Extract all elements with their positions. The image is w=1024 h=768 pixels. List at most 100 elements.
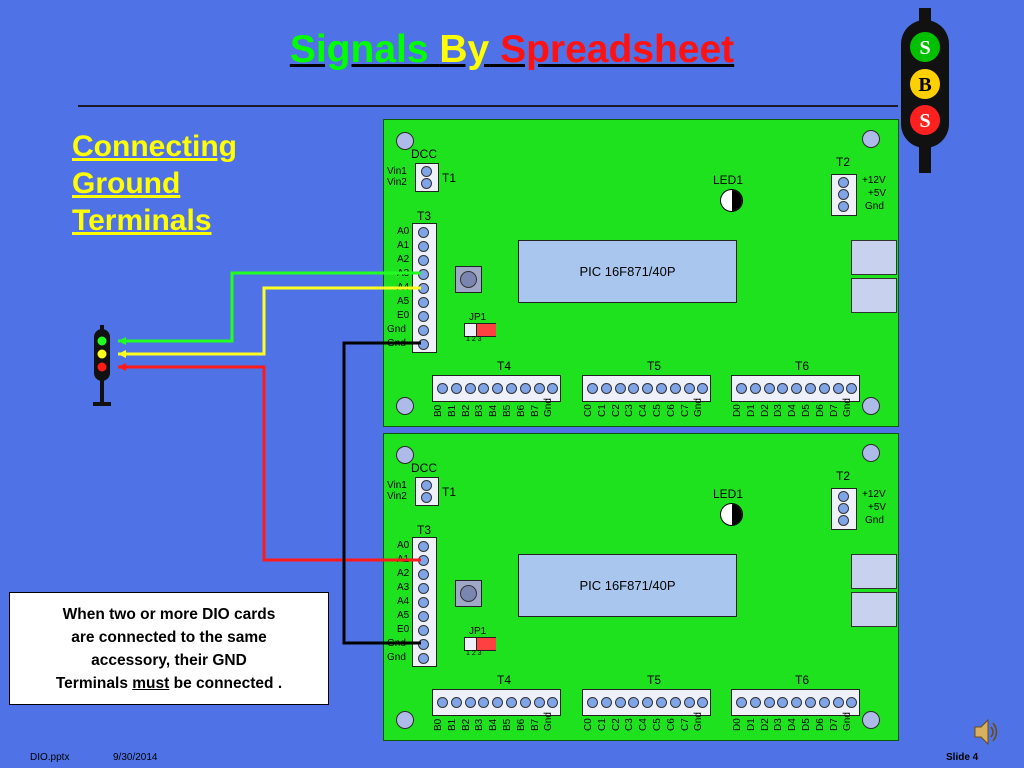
note-terminals: Terminals	[55, 674, 133, 692]
t5-pin-label: C0	[583, 718, 594, 731]
pin	[506, 383, 517, 394]
terminal-t1	[415, 163, 439, 192]
t4-pin-label: B4	[488, 718, 500, 731]
pin	[418, 611, 429, 622]
t4-pin-label: B6	[515, 718, 527, 731]
t5-pin-label: C0	[583, 404, 594, 417]
t6-label: T6	[795, 359, 810, 373]
pin	[683, 697, 695, 708]
pin	[547, 697, 559, 708]
pin	[478, 383, 490, 394]
pin	[437, 383, 448, 394]
jumper-jp1	[464, 323, 496, 337]
t3-label: T3	[417, 209, 432, 223]
pin	[450, 697, 462, 708]
t4-pin-label: Gnd	[543, 712, 555, 731]
led-half	[732, 504, 742, 525]
pin	[669, 697, 681, 708]
pin	[749, 697, 761, 708]
subtitle-line-2: Ground	[72, 167, 181, 200]
pin	[749, 383, 761, 394]
pin	[519, 697, 531, 708]
t6-pin-label: D3	[773, 718, 785, 731]
speaker-icon[interactable]	[972, 716, 1000, 748]
pin	[421, 480, 432, 491]
dcc-label: DCC	[411, 147, 437, 161]
t4-pin-label: B3	[474, 718, 486, 731]
t6-pin-label: D5	[801, 404, 812, 417]
pin	[736, 697, 747, 708]
title-by: By	[439, 28, 490, 71]
pin	[600, 697, 612, 708]
t2-pin-5v: +5V	[868, 502, 887, 513]
pin	[421, 178, 432, 189]
vin1-label: Vin1	[387, 480, 407, 491]
t3-pin-label: E0	[397, 624, 410, 635]
jp1-pins-label: 1 2 3	[466, 650, 482, 657]
jumper-cap	[476, 638, 496, 650]
dcc-label: DCC	[411, 461, 437, 475]
pin	[492, 383, 504, 394]
pin	[418, 325, 429, 336]
pin	[418, 241, 429, 252]
t6-label: T6	[795, 673, 810, 687]
title-spreadsheet: Spreadsheet	[489, 28, 735, 71]
pin	[846, 697, 858, 708]
pin	[418, 311, 429, 322]
t6-pin-label: D2	[759, 718, 771, 731]
t3-pin-label: E0	[397, 310, 410, 321]
pin	[418, 653, 429, 664]
pic-chip: PIC 16F871/40P	[518, 554, 737, 617]
t5-label: T5	[647, 673, 662, 687]
vin1-label: Vin1	[387, 166, 407, 177]
pin	[600, 383, 612, 394]
traffic-signal-icon	[93, 325, 111, 406]
pin	[838, 503, 849, 514]
mounting-hole	[862, 711, 880, 729]
t1-label: T1	[442, 485, 457, 499]
pin	[656, 697, 667, 708]
pin	[628, 697, 640, 708]
t3-pin-label: A5	[397, 296, 410, 307]
pin	[656, 383, 667, 394]
sbs-signal-logo: S B S	[901, 8, 949, 173]
pin	[464, 697, 476, 708]
t2-pin-gnd: Gnd	[865, 515, 884, 526]
led-half	[732, 190, 742, 211]
pin	[763, 383, 775, 394]
t5-pin-label: C6	[665, 404, 677, 417]
t6-pin-label: D4	[787, 718, 799, 731]
pin	[838, 189, 849, 200]
pin	[805, 383, 816, 394]
t5-pin-label: Gnd	[693, 712, 705, 731]
terminal-t4	[432, 375, 561, 402]
pin	[683, 383, 695, 394]
pic-chip: PIC 16F871/40P	[518, 240, 737, 303]
pin	[642, 383, 654, 394]
note-connected: be connected .	[169, 674, 283, 692]
t6-pin-label: D1	[745, 404, 757, 417]
mounting-hole	[862, 397, 880, 415]
logo-letter-s2: S	[919, 110, 930, 132]
t4-pin-label: B0	[433, 718, 444, 731]
title-rule	[78, 105, 898, 107]
pin	[777, 383, 789, 394]
t5-pin-label: Gnd	[693, 398, 705, 417]
pin	[763, 697, 775, 708]
vin2-label: Vin2	[387, 491, 407, 502]
pin	[791, 383, 803, 394]
pin	[642, 697, 654, 708]
t3-pin-label: Gnd	[387, 338, 406, 349]
pin	[805, 697, 816, 708]
t2-pin-5v: +5V	[868, 188, 887, 199]
t5-pin-label: C7	[679, 718, 691, 731]
t4-pin-label: B5	[502, 404, 513, 417]
reset-button	[455, 266, 482, 293]
t4-label: T4	[497, 359, 512, 373]
pin	[421, 492, 432, 503]
note-line-3: accessory, their GND	[91, 651, 247, 669]
t3-pin-label: A0	[397, 226, 410, 237]
t3-pin-label: A3	[397, 582, 410, 593]
t3-label: T3	[417, 523, 432, 537]
